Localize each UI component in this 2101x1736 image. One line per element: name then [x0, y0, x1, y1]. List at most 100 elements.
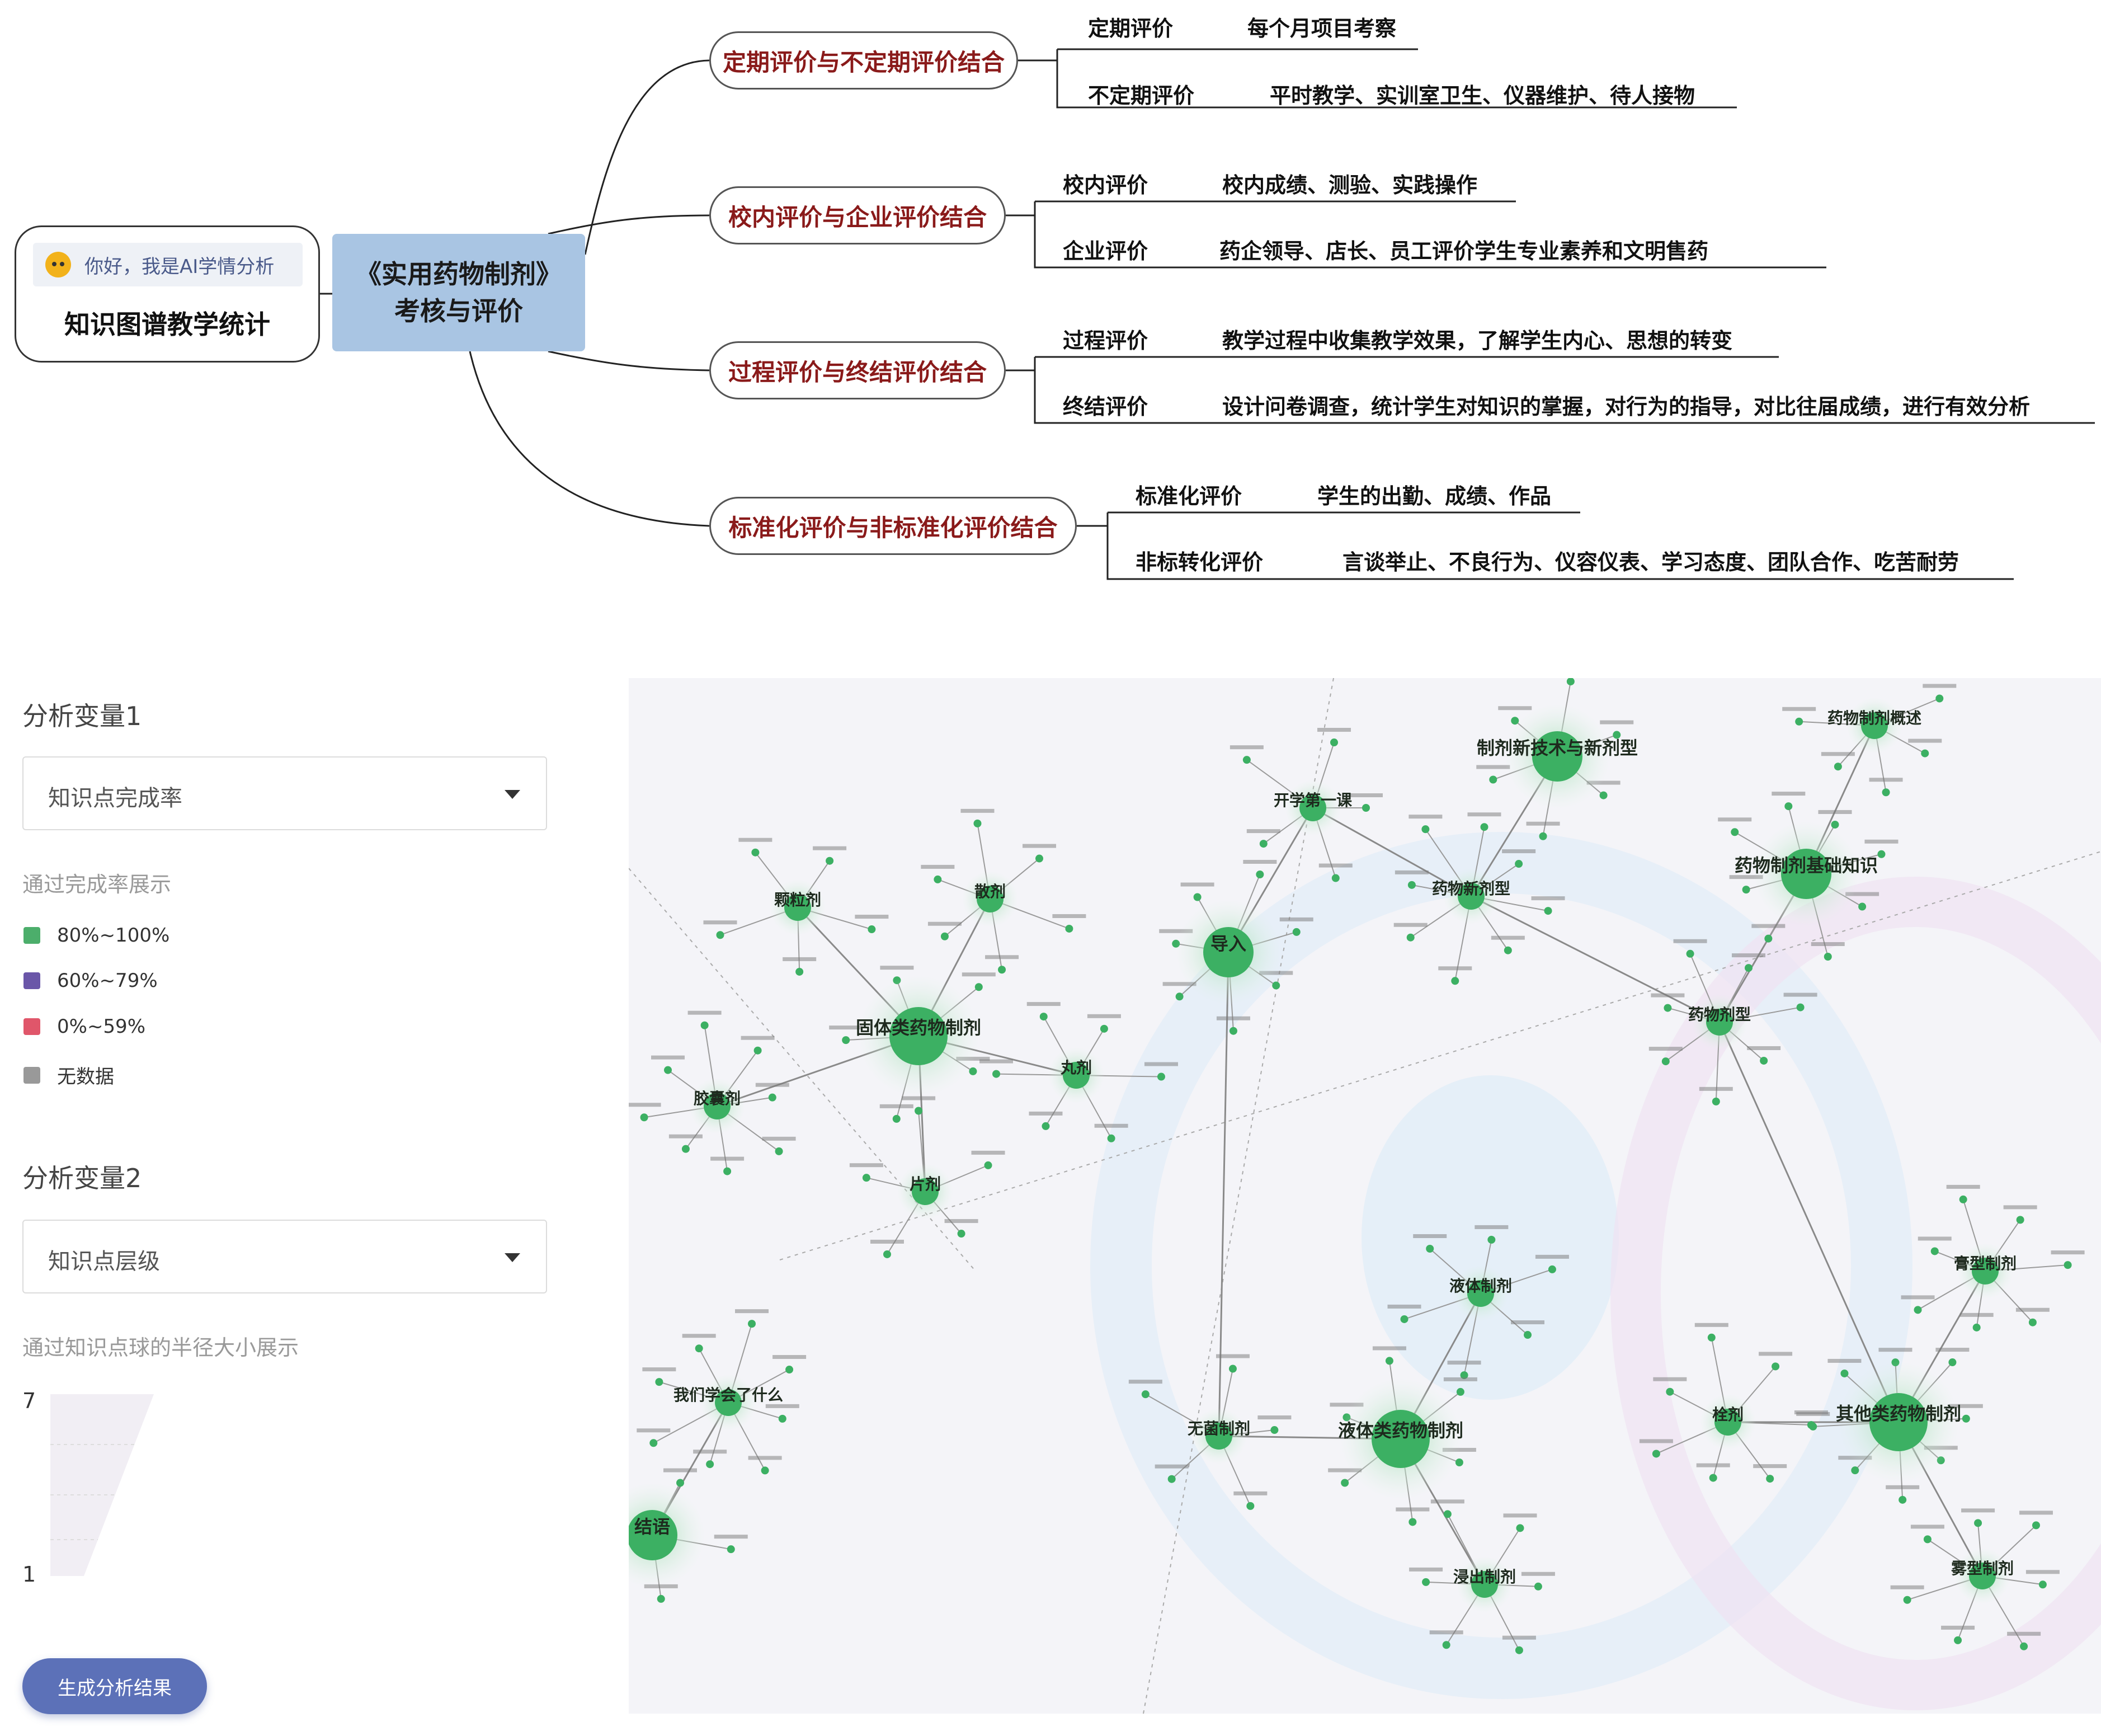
graph-node[interactable]: 其他类药物制剂	[1836, 1361, 1961, 1484]
graph-leaf-node[interactable]	[1107, 1134, 1115, 1142]
graph-leaf-node[interactable]	[1408, 1518, 1417, 1526]
graph-leaf-node[interactable]	[1487, 1235, 1496, 1244]
graph-node-ball[interactable]	[1861, 712, 1888, 739]
graph-leaf-node[interactable]	[748, 1320, 756, 1328]
graph-node[interactable]: 药物制剂概述	[1827, 697, 1921, 754]
graph-leaf-node[interactable]	[1921, 749, 1929, 758]
graph-leaf-node[interactable]	[1443, 1510, 1452, 1518]
graph-leaf-node[interactable]	[1962, 1414, 1970, 1423]
graph-node-ball[interactable]	[1706, 1009, 1733, 1036]
graph-leaf-node[interactable]	[915, 1107, 923, 1115]
graph-leaf-node[interactable]	[1039, 1013, 1048, 1021]
graph-node-ball[interactable]	[1781, 849, 1831, 899]
graph-leaf-node[interactable]	[1760, 1056, 1768, 1065]
graph-node-ball[interactable]	[1203, 927, 1254, 977]
graph-node-ball[interactable]	[715, 1389, 742, 1416]
graph-leaf-node[interactable]	[1442, 1641, 1450, 1649]
graph-node[interactable]: 制剂新技术与新剂型	[1477, 703, 1638, 810]
graph-leaf-node[interactable]	[998, 966, 1006, 974]
graph-node-ball[interactable]	[1969, 1563, 1996, 1589]
graph-node[interactable]: 药物制剂基础知识	[1735, 821, 1878, 927]
graph-leaf-node[interactable]	[1834, 763, 1842, 771]
graph-node[interactable]: 液体类药物制剂	[1338, 1377, 1463, 1500]
graph-leaf-node[interactable]	[1772, 1362, 1780, 1371]
graph-leaf-node[interactable]	[768, 1093, 776, 1102]
graph-leaf-node[interactable]	[1100, 1024, 1108, 1033]
graph-leaf-node[interactable]	[957, 1230, 965, 1238]
graph-leaf-node[interactable]	[1840, 1369, 1849, 1377]
graph-leaf-node[interactable]	[1899, 1495, 1907, 1504]
graph-node[interactable]: 液体制剂	[1449, 1265, 1512, 1322]
graph-leaf-node[interactable]	[640, 1113, 648, 1122]
graph-leaf-node[interactable]	[727, 1545, 735, 1554]
graph-leaf-node[interactable]	[1042, 1122, 1050, 1130]
graph-leaf-node[interactable]	[984, 1161, 992, 1169]
graph-node-ball[interactable]	[1869, 1393, 1928, 1451]
graph-leaf-node[interactable]	[1242, 756, 1251, 764]
graph-node-ball[interactable]	[1063, 1062, 1090, 1089]
graph-leaf-node[interactable]	[1851, 1466, 1859, 1475]
graph-leaf-node[interactable]	[883, 1250, 891, 1258]
graph-node[interactable]: 无菌制剂	[1188, 1408, 1250, 1465]
graph-node-ball[interactable]	[1458, 883, 1485, 910]
graph-node-ball[interactable]	[977, 886, 1004, 912]
graph-node[interactable]: 药物新剂型	[1432, 868, 1510, 925]
graph-leaf-node[interactable]	[934, 875, 942, 883]
graph-leaf-node[interactable]	[1259, 840, 1268, 848]
graph-leaf-node[interactable]	[1539, 832, 1547, 840]
graph-leaf-node[interactable]	[2032, 1521, 2040, 1530]
graph-leaf-node[interactable]	[657, 1594, 665, 1603]
graph-leaf-node[interactable]	[1686, 949, 1694, 958]
knowledge-graph[interactable]: 开学第一课制剂新技术与新剂型药物制剂概述药物制剂基础知识颗粒剂散剂导入药物新剂型…	[599, 667, 2101, 1714]
graph-node[interactable]: 栓剂	[1699, 1394, 1756, 1451]
graph-node-ball[interactable]	[1532, 731, 1582, 782]
var2-select[interactable]: 知识点层级	[22, 1220, 547, 1293]
graph-leaf-node[interactable]	[2064, 1261, 2072, 1269]
graph-leaf-node[interactable]	[969, 1067, 977, 1075]
graph-leaf-node[interactable]	[775, 1147, 783, 1155]
graph-leaf-node[interactable]	[1613, 731, 1621, 739]
graph-leaf-node[interactable]	[723, 1167, 732, 1175]
graph-node[interactable]: 药物剂型	[1688, 994, 1751, 1051]
graph-leaf-node[interactable]	[716, 931, 724, 939]
graph-node[interactable]: 浸出制剂	[1453, 1556, 1516, 1613]
graph-node[interactable]: 开学第一课	[1274, 779, 1353, 836]
graph-leaf-node[interactable]	[676, 1479, 684, 1487]
graph-leaf-node[interactable]	[1270, 1426, 1279, 1434]
graph-leaf-node[interactable]	[1480, 823, 1488, 831]
graph-node[interactable]: 颗粒剂	[769, 879, 826, 936]
graph-leaf-node[interactable]	[1709, 1474, 1717, 1482]
graph-leaf-node[interactable]	[1385, 1357, 1393, 1365]
graph-leaf-node[interactable]	[1426, 1244, 1434, 1253]
graph-node[interactable]: 固体类药物制剂	[856, 975, 981, 1098]
graph-leaf-node[interactable]	[940, 932, 949, 940]
graph-leaf-node[interactable]	[1451, 977, 1459, 985]
graph-leaf-node[interactable]	[1256, 870, 1264, 878]
graph-leaf-node[interactable]	[1421, 825, 1430, 834]
graph-leaf-node[interactable]	[1548, 1265, 1556, 1273]
graph-leaf-node[interactable]	[974, 983, 983, 991]
graph-leaf-node[interactable]	[1764, 934, 1773, 943]
graph-leaf-node[interactable]	[1972, 1323, 1981, 1332]
graph-leaf-node[interactable]	[842, 1036, 850, 1045]
graph-leaf-node[interactable]	[1745, 964, 1753, 972]
graph-leaf-node[interactable]	[1157, 1072, 1165, 1081]
graph-leaf-node[interactable]	[1407, 881, 1416, 889]
graph-leaf-node[interactable]	[992, 1070, 1001, 1078]
graph-node-ball[interactable]	[784, 894, 811, 921]
graph-leaf-node[interactable]	[1422, 1578, 1430, 1586]
knowledge-graph-canvas[interactable]: 开学第一课制剂新技术与新剂型药物制剂概述药物制剂基础知识颗粒剂散剂导入药物新剂型…	[599, 667, 2101, 1714]
graph-leaf-node[interactable]	[1065, 924, 1073, 933]
graph-node[interactable]: 散剂	[962, 871, 1019, 928]
graph-leaf-node[interactable]	[649, 1439, 658, 1447]
graph-leaf-node[interactable]	[778, 1414, 786, 1423]
graph-leaf-node[interactable]	[795, 967, 804, 976]
graph-leaf-node[interactable]	[1524, 1331, 1532, 1339]
graph-node-ball[interactable]	[1471, 1571, 1498, 1598]
graph-leaf-node[interactable]	[1766, 1475, 1774, 1483]
graph-leaf-node[interactable]	[1193, 893, 1202, 901]
graph-leaf-node[interactable]	[1974, 1519, 1982, 1527]
graph-leaf-node[interactable]	[1460, 1371, 1468, 1380]
graph-node[interactable]: 膏型制剂	[1954, 1243, 2017, 1300]
graph-node-ball[interactable]	[704, 1093, 731, 1119]
